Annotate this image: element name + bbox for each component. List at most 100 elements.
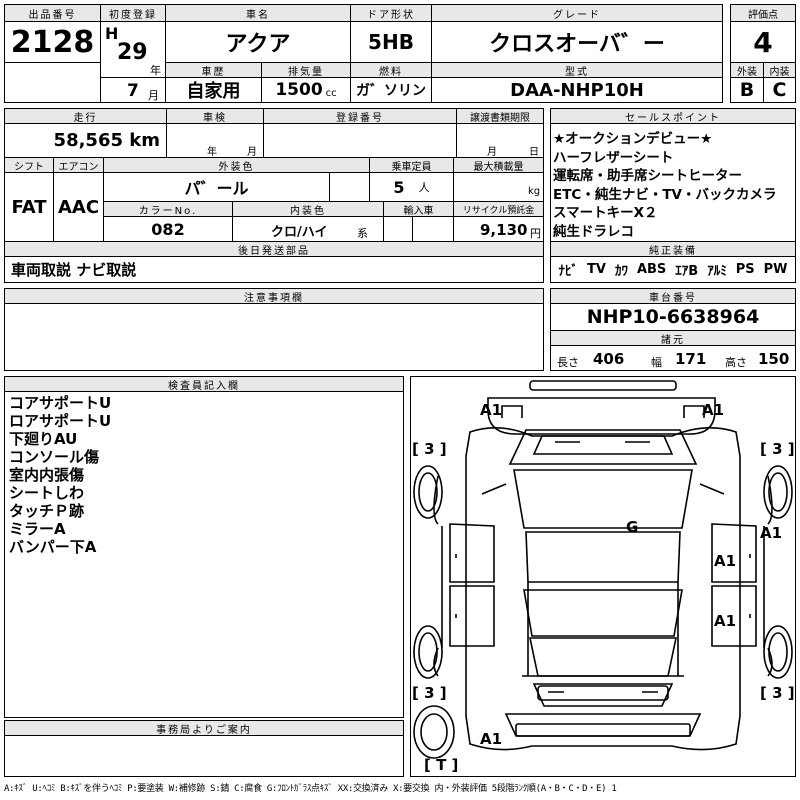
inspector-note: タッチＰ跡 bbox=[9, 502, 85, 520]
mark-roof-glass: G bbox=[626, 518, 638, 536]
transfer-day-unit: 日 bbox=[529, 147, 539, 158]
sales-point: ★オークションデビュー★ bbox=[553, 131, 713, 147]
history-label: 車歴 bbox=[165, 62, 262, 78]
shift-label: シフト bbox=[4, 157, 54, 173]
model-code: DAA-NHP10H bbox=[431, 77, 723, 103]
exterior-label: 外装 bbox=[730, 62, 764, 78]
recycle-cell: 9,130 円 bbox=[453, 216, 544, 242]
reg-no-cell bbox=[263, 123, 457, 158]
recycle-fee: 9,130 bbox=[480, 221, 528, 239]
notes-box bbox=[4, 303, 544, 371]
mark-right-front-door: A1 bbox=[760, 524, 782, 542]
door-type: 5HB bbox=[350, 21, 432, 63]
length-label: 長さ bbox=[557, 356, 579, 369]
shift: FAT bbox=[4, 172, 54, 242]
chassis-number: NHP10-6638964 bbox=[550, 303, 796, 331]
ac-label: エアコン bbox=[53, 157, 104, 173]
sales-point: ETC・純生ナビ・TV・バックカメラ bbox=[553, 186, 777, 203]
first-reg-month-cell: 7 月 bbox=[100, 77, 166, 103]
displacement-unit: cc bbox=[325, 87, 337, 99]
inspector-note: 室内内張傷 bbox=[9, 466, 85, 484]
color-no: 082 bbox=[103, 216, 233, 242]
load-cell: kg bbox=[453, 172, 544, 202]
int-color-cell: クロ/ハイ 系 bbox=[232, 216, 384, 242]
int-color: クロ/ハイ bbox=[271, 225, 328, 240]
mark-right-rear-tire: [ 3 ] bbox=[760, 684, 795, 702]
height-label: 高さ bbox=[725, 356, 747, 369]
fuel-label: 燃料 bbox=[350, 62, 432, 78]
mark-front-right: A1 bbox=[702, 401, 724, 419]
equipment-label: 純正装備 bbox=[550, 241, 796, 257]
fuel: ガ゛ソリン bbox=[350, 77, 432, 103]
dims-row: 長さ 406 幅 171 高さ 150 bbox=[550, 345, 796, 371]
color-no-label: カラーNo. bbox=[103, 201, 233, 217]
height-value: 150 bbox=[758, 350, 790, 368]
equipment-item: PW bbox=[763, 262, 788, 277]
capacity: 5 bbox=[393, 177, 405, 197]
lot-no-label: 出品番号 bbox=[4, 4, 101, 22]
car-damage-diagram: A1 A1 [ 3 ] [ 3 ] G A1 A1 A1 [ 3 ] [ 3 ]… bbox=[410, 376, 796, 777]
mark-right-door-2: A1 bbox=[714, 612, 736, 630]
displacement-cell: 1500 cc bbox=[261, 77, 351, 103]
history: 自家用 bbox=[165, 77, 262, 103]
equipment-item: PS bbox=[735, 262, 755, 277]
reg-year: 29 bbox=[117, 40, 148, 65]
score: 4 bbox=[730, 21, 796, 63]
recycle-unit: 円 bbox=[530, 227, 541, 240]
mark-right-door-1: A1 bbox=[714, 552, 736, 570]
capacity-cell: 5 人 bbox=[369, 172, 454, 202]
color-label: 外装色 bbox=[103, 157, 370, 173]
equipment-item: ｶﾜ bbox=[614, 264, 628, 279]
mileage-label: 走行 bbox=[4, 108, 167, 124]
lot-blank-cell bbox=[4, 62, 101, 103]
mark-rear: A1 bbox=[480, 730, 502, 748]
inspection-label: 車検 bbox=[166, 108, 264, 124]
capacity-unit: 人 bbox=[418, 181, 430, 194]
chassis-label: 車台番号 bbox=[550, 288, 796, 304]
mark-left-rear-tire: [ 3 ] bbox=[412, 684, 447, 702]
color-extra-cell bbox=[329, 172, 370, 202]
length-value: 406 bbox=[593, 350, 625, 368]
width-label: 幅 bbox=[651, 356, 662, 369]
load-unit: kg bbox=[528, 186, 541, 197]
month-unit: 月 bbox=[148, 89, 159, 102]
mark-front-left: A1 bbox=[480, 401, 502, 419]
year-unit: 年 bbox=[150, 64, 161, 77]
model-label: 型式 bbox=[431, 62, 723, 78]
first-reg-year-cell: H 29 年 bbox=[100, 21, 166, 78]
inspection-year-unit: 年 bbox=[207, 147, 217, 158]
int-color-label: 内装色 bbox=[232, 201, 384, 217]
first-reg-label: 初度登録 bbox=[100, 4, 166, 22]
sales-points-list: ★オークションデビュー★ ハーフレザーシート 運転席・助手席シートヒーター ET… bbox=[553, 130, 777, 241]
damage-legend: A:ｷｽﾞ U:ﾍｺﾐ B:ｷｽﾞを伴うﾍｺﾐ P:要塗装 W:補修跡 S:錆 … bbox=[4, 784, 617, 794]
sales-points-box: ★オークションデビュー★ ハーフレザーシート 運転席・助手席シートヒーター ET… bbox=[550, 123, 796, 242]
inspector-note: 下廻りAU bbox=[9, 430, 78, 448]
inspector-notes: コアサポートU ロアサポートU 下廻りAU コンソール傷 室内内張傷 シートしわ… bbox=[9, 394, 111, 556]
mark-left-front-tire: [ 3 ] bbox=[412, 440, 447, 458]
equipment-item: ｱﾙﾐ bbox=[707, 264, 727, 279]
inspection-month-unit: 月 bbox=[247, 147, 257, 158]
displacement-label: 排気量 bbox=[261, 62, 351, 78]
equipment-item: TV bbox=[587, 262, 606, 277]
displacement: 1500 bbox=[275, 80, 323, 100]
score-label: 評価点 bbox=[730, 4, 796, 22]
inspector-note: ロアサポートU bbox=[9, 412, 112, 430]
mark-spare-tire: [ T ] bbox=[424, 756, 458, 774]
transfer-label: 譲渡書類期限 bbox=[456, 108, 544, 124]
transfer-cell: 月 日 bbox=[456, 123, 544, 158]
reg-no-label: 登録番号 bbox=[263, 108, 457, 124]
equipment-item: ﾅﾋﾞ bbox=[558, 264, 579, 279]
import-cell-b bbox=[412, 216, 454, 242]
equipment-item: ｴｱB bbox=[675, 264, 699, 279]
later-parts-label: 後日発送部品 bbox=[4, 241, 544, 257]
recycle-label: リサイクル預託金 bbox=[453, 201, 544, 217]
load-label: 最大積載量 bbox=[453, 157, 544, 173]
inspector-note: コンソール傷 bbox=[9, 448, 100, 466]
office-label: 事務局よりご案内 bbox=[4, 720, 404, 736]
width-value: 171 bbox=[675, 350, 707, 368]
capacity-label: 乗車定員 bbox=[369, 157, 454, 173]
dims-label: 諸元 bbox=[550, 330, 796, 346]
ac: AAC bbox=[53, 172, 104, 242]
transfer-month-unit: 月 bbox=[487, 147, 497, 158]
int-color-unit: 系 bbox=[357, 227, 368, 240]
